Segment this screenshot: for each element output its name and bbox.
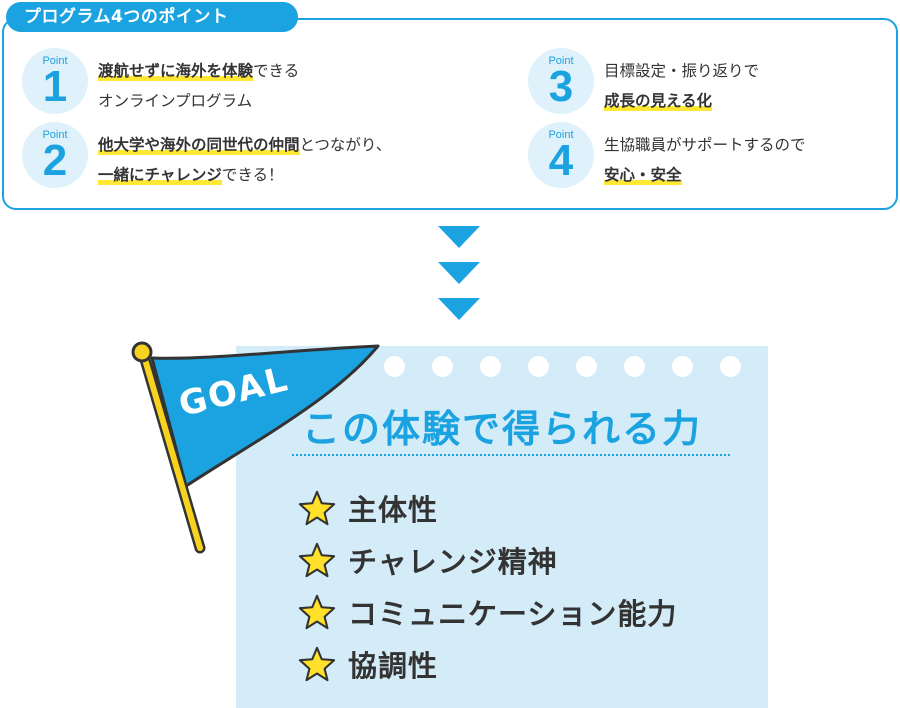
point-2-label: Point [42, 129, 68, 141]
star-icon [298, 594, 336, 630]
point-2-badge: Point 2 [22, 122, 88, 188]
point-2-number: 2 [42, 136, 68, 185]
binder-hole [384, 356, 405, 377]
skill-label: チャレンジ精神 [348, 545, 558, 579]
point-4-label: Point [548, 129, 574, 141]
list-item: 主体性 [298, 482, 677, 534]
binder-hole [720, 356, 741, 377]
point-1-rest: できる [253, 62, 300, 80]
point-4-rest: 生協職員がサポートするので [604, 136, 806, 154]
skill-label: コミュニケーション能力 [348, 597, 678, 631]
binder-holes [336, 356, 756, 378]
binder-hole [432, 356, 453, 377]
point-4: Point 4 生協職員がサポートするので 安心・安全 [528, 122, 806, 190]
point-1-emphasis: 渡航せずに海外を体験 [98, 62, 254, 81]
point-2-emphasis-2: 一緒にチャレンジ [98, 166, 222, 185]
point-4-number: 4 [548, 136, 574, 185]
point-3-emphasis: 成長の見える化 [604, 92, 713, 111]
point-3-label: Point [548, 55, 574, 67]
down-arrow-icon [438, 298, 480, 320]
binder-hole [624, 356, 645, 377]
point-1-label: Point [42, 55, 68, 67]
binder-hole [576, 356, 597, 377]
skill-list: 主体性 チャレンジ精神 コミュニケーション能力 協調性 [298, 482, 677, 690]
point-3-number: 3 [548, 62, 574, 111]
point-2-rest: とつながり、 [299, 136, 392, 154]
binder-hole [480, 356, 501, 377]
point-3-badge: Point 3 [528, 48, 594, 114]
star-icon [298, 646, 336, 682]
point-2: Point 2 他大学や海外の同世代の仲間とつながり、 一緒にチャレンジできる！ [22, 122, 391, 190]
point-4-emphasis: 安心・安全 [604, 166, 682, 185]
point-1-badge: Point 1 [22, 48, 88, 114]
list-item: コミュニケーション能力 [298, 586, 677, 638]
goal-flag-icon [131, 341, 380, 554]
binder-hole [528, 356, 549, 377]
divider [292, 454, 730, 456]
list-item: チャレンジ精神 [298, 534, 677, 586]
point-1-line2: オンラインプログラム [98, 92, 253, 110]
point-3-text: 目標設定・振り返りで 成長の見える化 [604, 56, 759, 116]
binder-hole [672, 356, 693, 377]
point-4-text: 生協職員がサポートするので 安心・安全 [604, 130, 806, 190]
goal-title: この体験で得られる力 [301, 407, 702, 451]
point-1: Point 1 渡航せずに海外を体験できる オンラインプログラム [22, 48, 299, 116]
point-3-rest: 目標設定・振り返りで [604, 62, 760, 80]
section-title: プログラム4つのポイント [6, 2, 298, 32]
star-icon [298, 490, 336, 526]
skill-label: 主体性 [348, 493, 439, 527]
point-1-number: 1 [42, 62, 68, 111]
point-2-emphasis: 他大学や海外の同世代の仲間 [98, 136, 300, 155]
point-1-text: 渡航せずに海外を体験できる オンラインプログラム [98, 56, 299, 116]
goal-note: この体験で得られる力 主体性 チャレンジ精神 コミュニケーション能力 協調性 [236, 346, 768, 708]
skill-label: 協調性 [348, 649, 439, 683]
star-icon [298, 542, 336, 578]
list-item: 協調性 [298, 638, 677, 690]
point-3: Point 3 目標設定・振り返りで 成長の見える化 [528, 48, 759, 116]
point-2-text: 他大学や海外の同世代の仲間とつながり、 一緒にチャレンジできる！ [98, 130, 391, 190]
point-4-badge: Point 4 [528, 122, 594, 188]
down-arrow-icon [438, 262, 480, 284]
down-arrow-icon [438, 226, 480, 248]
point-2-line2: できる！ [221, 166, 284, 184]
